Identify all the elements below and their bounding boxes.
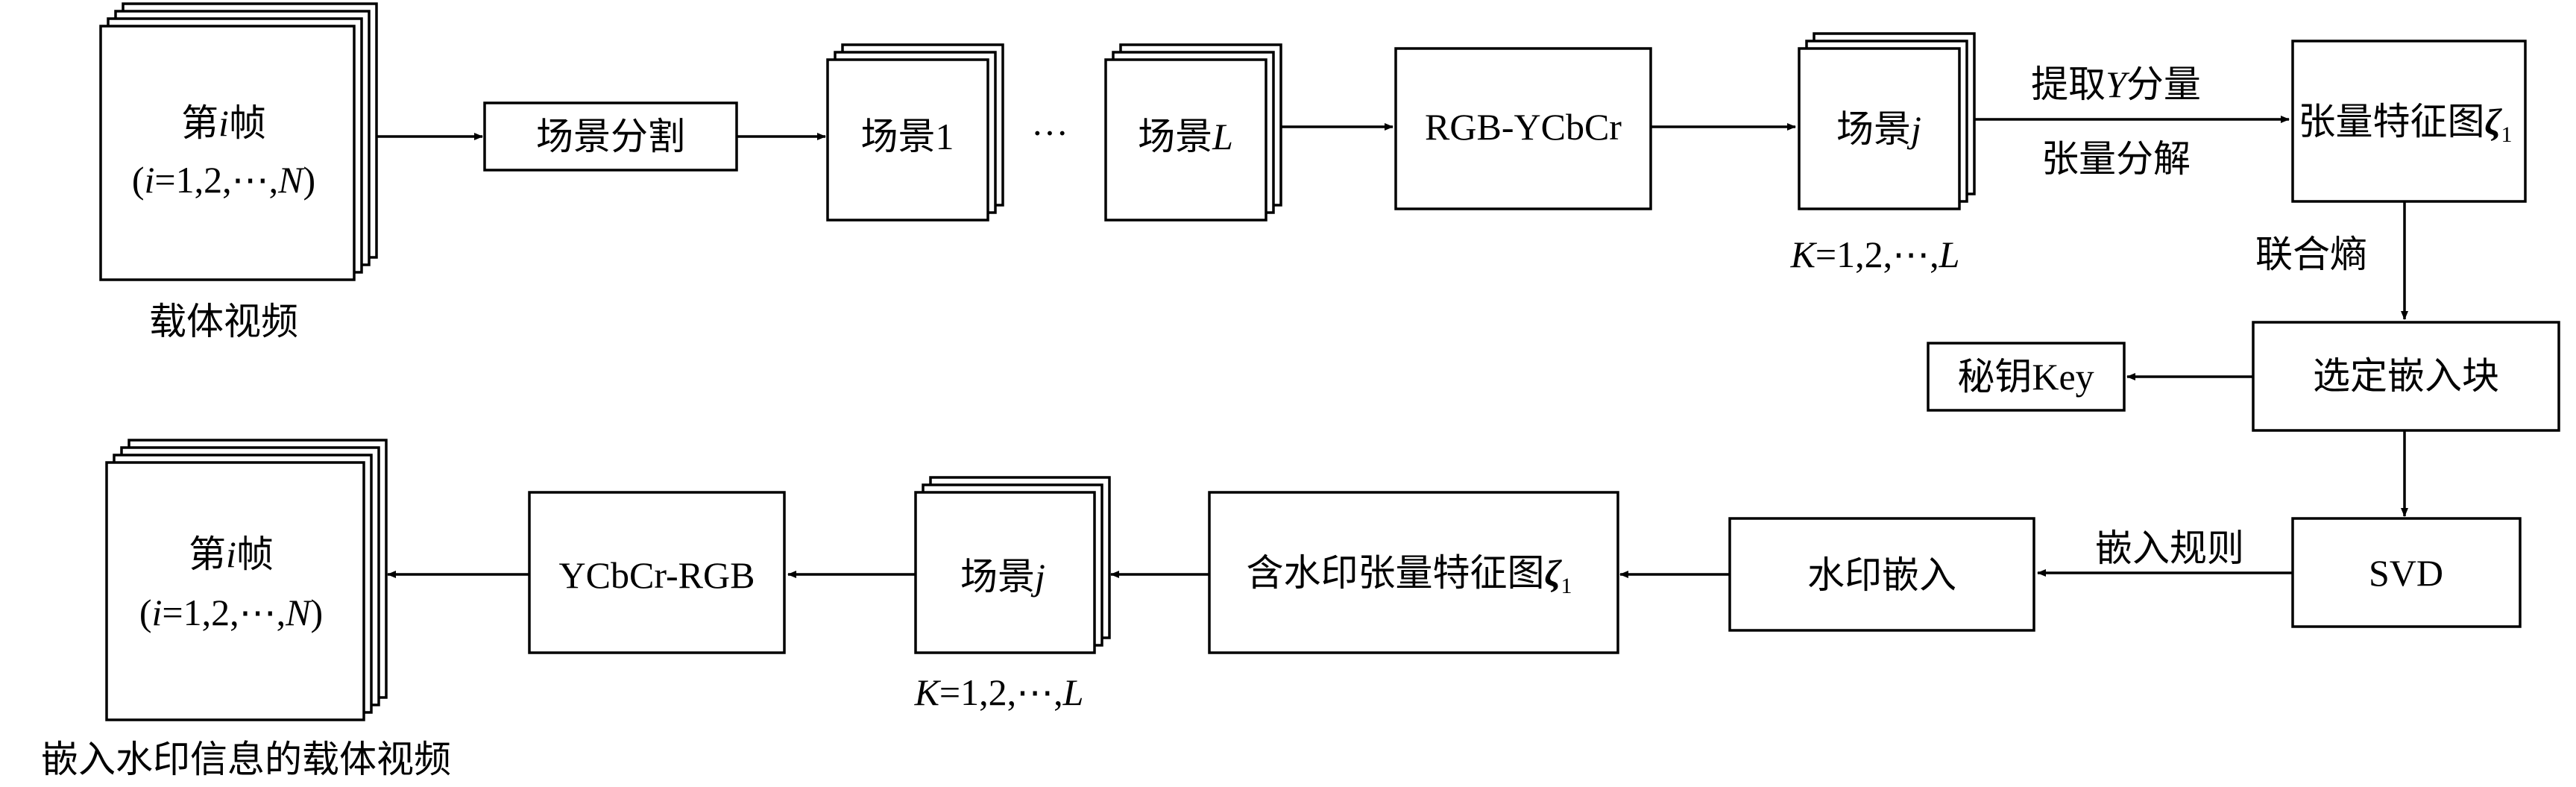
tensor-decomposition-label: 张量分解: [2041, 138, 2191, 180]
rgb-ycbcr-label: RGB-YCbCr: [1425, 106, 1622, 148]
output-frame-line1: 第i帧: [189, 533, 274, 575]
svd-label: SVD: [2369, 552, 2443, 594]
watermarked-tensor-label: 含水印张量特征图ζ1: [1246, 552, 1572, 598]
output-frame-line2: (i=1,2,⋯,N): [139, 592, 323, 633]
sceneL-label: 场景L: [1138, 116, 1233, 157]
extract-y-label: 提取Y分量: [2031, 63, 2201, 105]
joint-entropy-label: 联合熵: [2255, 233, 2367, 275]
scenej-top-range: K=1,2,⋯,L: [1790, 233, 1960, 275]
scenej-top-stack: [1798, 32, 1976, 210]
secret-key-label: 秘钥Key: [1957, 356, 2094, 398]
watermark-embed-box: [1728, 517, 2035, 632]
rgb-ycbcr-box: [1394, 47, 1652, 210]
scenej-bottom-stack: [914, 476, 1111, 654]
scene1-label: 场景1: [861, 116, 954, 157]
embed-rule-label: 嵌入规则: [2095, 527, 2244, 569]
scenej-top-label: 场景j: [1836, 108, 1921, 150]
carrier-frame-line2: (i=1,2,⋯,N): [132, 159, 315, 201]
carrier-frame-line1: 第i帧: [181, 102, 266, 144]
scene1-stack: [826, 43, 1004, 222]
scenej-bottom-label: 场景j: [960, 556, 1045, 598]
tensor-map-box: [2291, 40, 2527, 203]
select-blocks-label: 选定嵌入块: [2313, 355, 2499, 397]
scenej-bottom-range: K=1,2,⋯,L: [914, 671, 1084, 713]
output-caption: 嵌入水印信息的载体视频: [41, 739, 451, 780]
ycbcr-rgb-box: [528, 491, 786, 654]
carrier-caption: 载体视频: [149, 301, 298, 342]
sceneL-stack: [1104, 43, 1282, 222]
output-frame-stack: [105, 439, 388, 721]
scene-ellipsis: ···: [1031, 112, 1068, 154]
tensor-map-label: 张量特征图ζ1: [2298, 101, 2512, 147]
carrier-frame-stack: [99, 2, 378, 281]
svd-box: [2291, 517, 2522, 628]
watermarked-tensor-box: [1208, 491, 1619, 654]
secret-key-box: [1927, 342, 2126, 412]
scene-split-label: 场景分割: [536, 116, 685, 157]
watermark-embed-label: 水印嵌入: [1807, 554, 1956, 596]
ycbcr-rgb-label: YCbCr-RGB: [559, 554, 755, 596]
select-blocks-box: [2252, 321, 2560, 432]
